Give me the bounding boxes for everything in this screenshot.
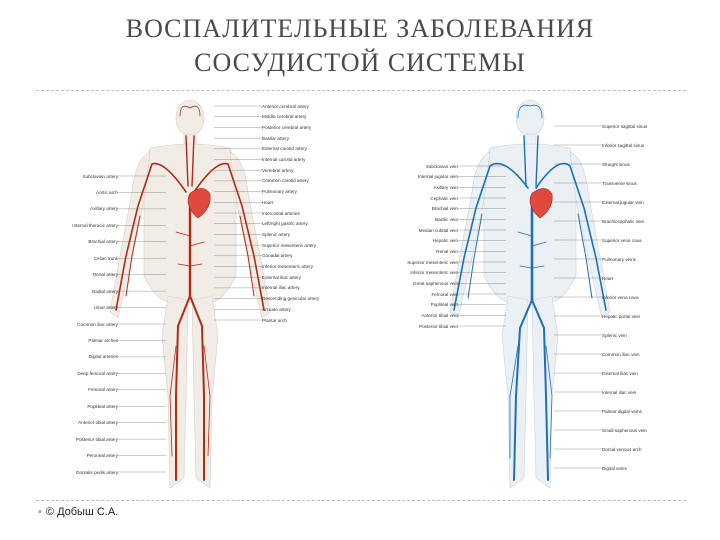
diagram-label: Peroneal artery xyxy=(86,453,118,459)
heart-icon xyxy=(529,188,553,219)
vein-leader-lines xyxy=(458,125,602,469)
diagram-label: Internal carotid artery xyxy=(262,157,306,162)
diagram-label: Anterior tibial artery xyxy=(78,420,118,426)
author-credit-text: © Добыш С.А. xyxy=(45,506,119,518)
diagram-label: Straight sinus xyxy=(602,161,630,167)
artery-leader-lines xyxy=(118,105,262,473)
diagram-label: Splenic vein xyxy=(602,332,627,338)
diagram-label: Anterior tibial vein xyxy=(421,312,458,318)
diagram-label: Splenic artery xyxy=(262,231,291,237)
diagram-label: Dorsalis pedis artery xyxy=(76,469,118,475)
diagram-label: Middle cerebral artery xyxy=(262,114,307,120)
diagram-label: Popliteal vein xyxy=(430,302,458,308)
diagram-label: Radial artery xyxy=(91,288,118,294)
diagram-label: Internal iliac artery xyxy=(262,285,300,291)
slide-title-line-2: СОСУДИСТОЙ СИСТЕМЫ xyxy=(194,48,526,77)
artery-vessels xyxy=(115,105,265,481)
diagram-label: Median cubital vein xyxy=(418,227,458,233)
slide-title-line-1: ВОСПАЛИТЕЛЬНЫЕ ЗАБОЛЕВАНИЯ xyxy=(125,14,595,43)
diagram-label: Brachiocephalic vein xyxy=(602,218,645,224)
diagram-label: Brachial vein xyxy=(431,206,458,212)
diagram-label: Common iliac artery xyxy=(77,321,118,327)
diagram-label: External iliac artery xyxy=(262,274,302,280)
arterial-figure xyxy=(109,99,271,489)
diagram-label: Anterior cerebral artery xyxy=(262,103,309,109)
diagram-label: External jugular vein xyxy=(602,199,644,205)
diagram-label: Gonadal artery xyxy=(262,253,293,259)
diagram-label: Celiac trunk xyxy=(93,255,118,261)
diagram-label: Internal jugular vein xyxy=(417,174,458,180)
diagram-label: Vertebral artery xyxy=(262,167,294,173)
diagram-label: Common carotid artery xyxy=(262,178,309,184)
diagram-label: Palmar digital veins xyxy=(602,408,642,414)
bullet-icon: ▪ xyxy=(38,506,42,518)
diagram-label: Inferior vena cava xyxy=(602,294,639,300)
author-credit: ▪© Добыш С.А. xyxy=(38,506,118,518)
diagram-label: Posterior tibial vein xyxy=(419,323,458,329)
diagram-label: Subclavian vein xyxy=(425,163,458,169)
diagram-label: Arcuate artery xyxy=(262,306,291,312)
diagram-label: Heart xyxy=(262,199,274,205)
diagram-label: Pulmonary artery xyxy=(262,189,297,195)
diagram-label: Hepatic portal vein xyxy=(602,313,641,319)
diagram-label: External iliac vein xyxy=(602,370,638,376)
slide-title: ВОСПАЛИТЕЛЬНЫЕ ЗАБОЛЕВАНИЯ СОСУДИСТОЙ СИ… xyxy=(60,12,660,80)
diagram-label: Aortic arch xyxy=(96,189,118,195)
diagram-label: Posterior tibial artery xyxy=(75,436,118,442)
diagram-label: Basilar artery xyxy=(262,135,290,141)
diagram-label: Femoral artery xyxy=(88,387,118,393)
diagram-label: Ulnar artery xyxy=(94,305,118,311)
diagram-label: Brachial artery xyxy=(88,239,118,245)
diagram-label: Inferior mesenteric artery xyxy=(262,264,314,269)
diagram-label: Deep femoral artery xyxy=(77,370,118,376)
diagram-label: Great saphenous vein xyxy=(413,280,458,286)
diagram-label: Femoral vein xyxy=(431,291,458,297)
diagram-label: Renal artery xyxy=(92,272,118,278)
diagram-label: Axillary artery xyxy=(90,206,118,212)
diagram-label: Common iliac vein xyxy=(602,351,640,357)
diagram-label: Palmar arches xyxy=(88,337,118,343)
diagram-label: Plantar arch xyxy=(262,317,287,323)
diagram-label: Intercostal arteries xyxy=(262,210,300,216)
venous-figure xyxy=(449,99,611,489)
bottom-divider xyxy=(36,500,686,501)
diagram-label: Axillary vein xyxy=(433,184,458,190)
diagram-label: Posterior cerebral artery xyxy=(262,124,312,130)
diagram-label: Popliteal artery xyxy=(87,403,118,409)
diagram-label: Inferior sagittal sinus xyxy=(602,142,645,148)
heart-icon xyxy=(187,188,211,219)
diagram-label: Left/right gastric artery xyxy=(262,221,308,227)
diagram-label: Hepatic vein xyxy=(432,238,458,244)
diagram-label: Renal vein xyxy=(436,248,458,254)
diagram-label: Descending genicular artery xyxy=(262,296,320,302)
diagram-label: Subclavian artery xyxy=(82,173,119,179)
diagram-label: Inferior mesenteric vein xyxy=(410,270,458,276)
diagram-label: Superior vena cava xyxy=(602,237,642,243)
diagram-label: Small saphenous vein xyxy=(602,427,647,433)
diagram-label: Pulmonary veins xyxy=(602,256,636,262)
diagram-label: Digital arteries xyxy=(88,354,118,360)
diagram-label: Heart xyxy=(602,275,614,281)
diagram-label: Superior mesenteric vein xyxy=(407,259,458,265)
diagram-label: Superior sagittal sinus xyxy=(602,123,648,129)
diagram-label: Superior mesenteric artery xyxy=(262,242,317,248)
diagram-label: Cephalic vein xyxy=(430,195,458,201)
diagram-label: Internal thoracic artery xyxy=(72,222,118,228)
top-divider xyxy=(36,90,686,91)
diagram-label: Internal iliac vein xyxy=(602,389,637,395)
diagram-label: External carotid artery xyxy=(262,146,307,152)
diagram-label: Dorsal venous arch xyxy=(602,446,642,452)
diagram-label: Transverse sinus xyxy=(602,180,637,186)
diagram-label: Basilic vein xyxy=(435,216,458,222)
diagram-label: Digital veins xyxy=(602,465,627,471)
